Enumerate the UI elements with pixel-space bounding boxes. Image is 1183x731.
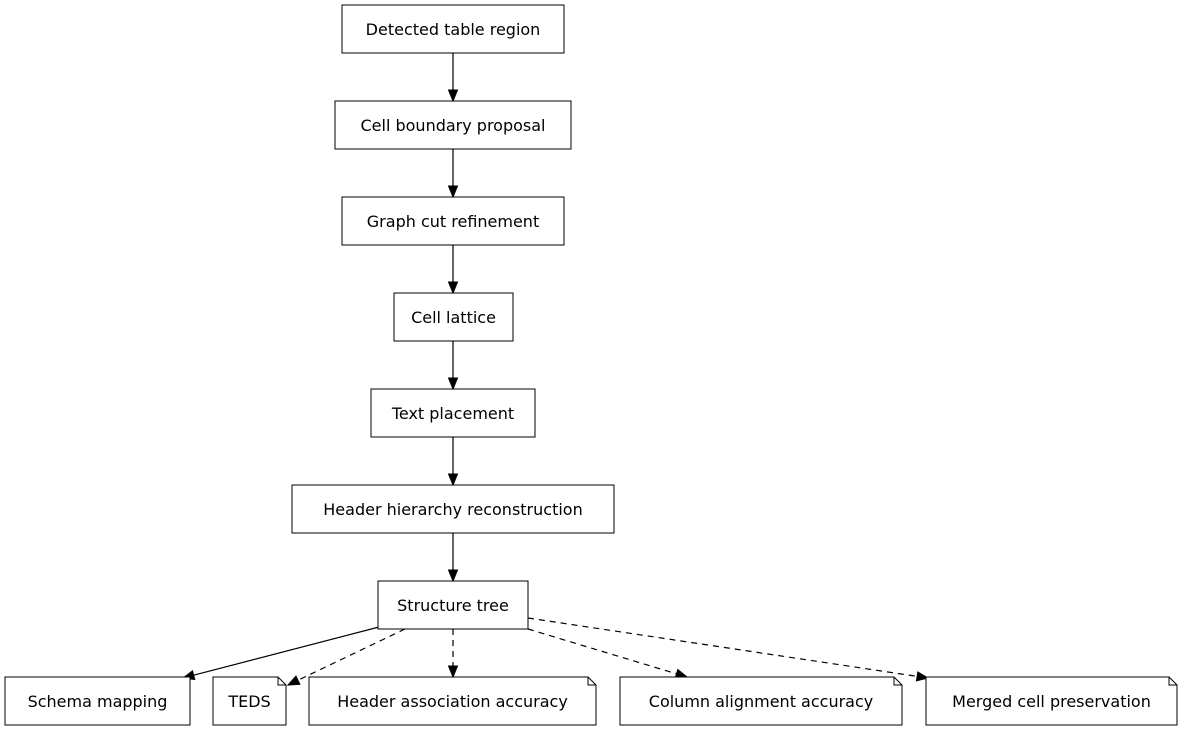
arrowhead-icon	[447, 377, 459, 391]
node-label: Text placement	[391, 404, 514, 423]
node-tree: Structure tree	[377, 580, 529, 630]
arrowhead-icon	[286, 675, 301, 686]
edge-tree-to-merged	[527, 617, 930, 682]
edge-line	[297, 628, 406, 681]
edge-tree-to-teds	[286, 628, 406, 686]
node-detected: Detected table region	[341, 4, 565, 54]
arrowhead-icon	[447, 569, 459, 583]
box-shape	[393, 292, 514, 342]
arrowhead-icon	[447, 281, 459, 295]
edge-header-to-tree	[447, 533, 459, 583]
node-merged: Merged cell preservation	[925, 676, 1178, 726]
box-shape	[4, 676, 191, 726]
note-shape	[212, 676, 287, 726]
box-shape	[370, 388, 536, 438]
node-graphcut: Graph cut refinement	[341, 196, 565, 246]
node-label: Cell boundary proposal	[360, 116, 545, 135]
box-shape	[341, 196, 565, 246]
arrowhead-icon	[447, 185, 459, 199]
edge-textplace-to-header	[447, 437, 459, 487]
box-shape	[334, 100, 572, 150]
arrowhead-icon	[447, 89, 459, 103]
box-shape	[377, 580, 529, 630]
node-colalign: Column alignment accuracy	[619, 676, 903, 726]
note-shape	[925, 676, 1178, 726]
box-shape	[291, 484, 615, 534]
edge-detected-to-cellprop	[447, 53, 459, 103]
node-label: Detected table region	[366, 20, 541, 39]
node-textplace: Text placement	[370, 388, 536, 438]
node-label: Header hierarchy reconstruction	[323, 500, 582, 519]
node-label: Header association accuracy	[337, 692, 568, 711]
node-label: TEDS	[227, 692, 270, 711]
edge-line	[193, 626, 380, 676]
arrowhead-icon	[447, 665, 459, 679]
node-label: Cell lattice	[411, 308, 496, 327]
edge-graphcut-to-lattice	[447, 245, 459, 295]
edge-tree-to-schema	[181, 626, 380, 681]
node-label: Graph cut refinement	[367, 212, 539, 231]
node-cellprop: Cell boundary proposal	[334, 100, 572, 150]
edge-tree-to-hassoc	[447, 629, 459, 679]
edge-line	[527, 628, 677, 675]
edges-layer	[181, 53, 930, 686]
edge-lattice-to-textplace	[447, 341, 459, 391]
node-label: Schema mapping	[28, 692, 168, 711]
node-header: Header hierarchy reconstruction	[291, 484, 615, 534]
edge-tree-to-colalign	[527, 628, 689, 679]
node-schema: Schema mapping	[4, 676, 191, 726]
node-label: Merged cell preservation	[952, 692, 1151, 711]
node-label: Column alignment accuracy	[649, 692, 873, 711]
note-shape	[308, 676, 597, 726]
note-shape	[619, 676, 903, 726]
arrowhead-icon	[915, 671, 930, 682]
box-shape	[341, 4, 565, 54]
arrowhead-icon	[447, 473, 459, 487]
node-teds: TEDS	[212, 676, 287, 726]
node-hassoc: Header association accuracy	[308, 676, 597, 726]
edge-cellprop-to-graphcut	[447, 149, 459, 199]
node-label: Structure tree	[397, 596, 509, 615]
node-lattice: Cell lattice	[393, 292, 514, 342]
edge-line	[527, 617, 918, 677]
